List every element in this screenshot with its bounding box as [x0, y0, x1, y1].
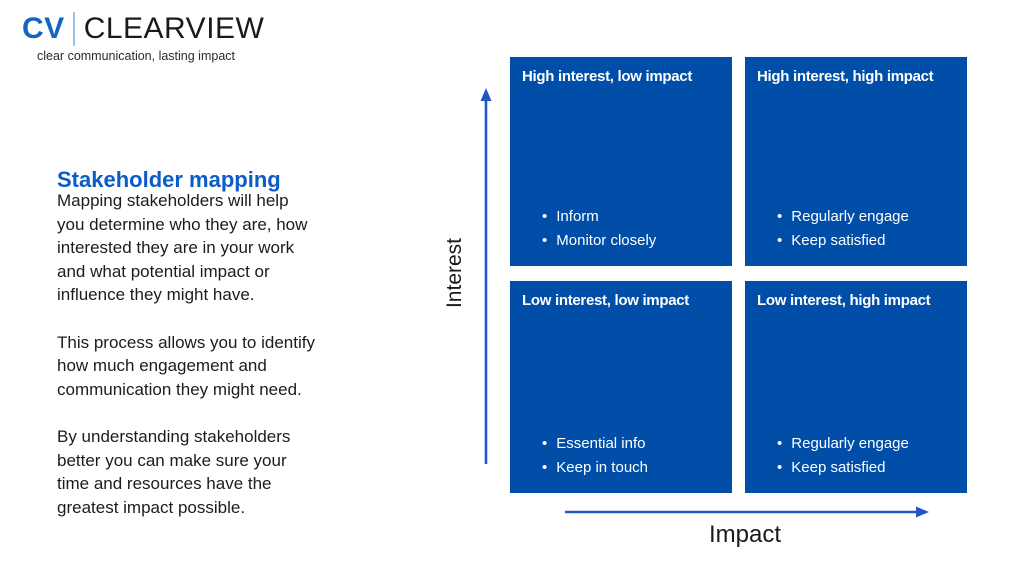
intro-paragraph-1: Mapping stakeholders will help you deter…: [57, 191, 308, 304]
y-axis-label: Interest: [443, 237, 466, 309]
logo-tagline: clear communication, lasting impact: [37, 49, 235, 63]
quadrant-bullet: Monitor closely: [542, 229, 720, 253]
quadrant-bullet: Keep in touch: [542, 456, 720, 480]
quadrant-high-interest-low-impact: High interest, low impact Inform Monitor…: [510, 57, 732, 266]
quadrant-bullet-list: Inform Monitor closely: [522, 205, 720, 253]
quadrant-bullet-list: Regularly engage Keep satisfied: [757, 432, 955, 480]
quadrant-title: Low interest, high impact: [757, 292, 931, 309]
stakeholder-matrix: High interest, low impact Inform Monitor…: [510, 57, 967, 493]
intro-paragraph-2: This process allows you to identify how …: [57, 332, 315, 399]
quadrant-bullet: Inform: [542, 205, 720, 229]
quadrant-bullet: Keep satisfied: [777, 229, 955, 253]
intro-text: Mapping stakeholders will help you deter…: [57, 189, 357, 543]
quadrant-bullet-list: Regularly engage Keep satisfied: [757, 205, 955, 253]
quadrant-high-interest-high-impact: High interest, high impact Regularly eng…: [745, 57, 967, 266]
quadrant-bullet-list: Essential info Keep in touch: [522, 432, 720, 480]
y-axis-arrow-icon: [480, 88, 492, 464]
quadrant-title: High interest, low impact: [522, 68, 693, 85]
x-axis-label: Impact: [708, 521, 782, 548]
quadrant-title: High interest, high impact: [757, 68, 934, 85]
quadrant-title: Low interest, low impact: [522, 292, 689, 309]
x-axis-arrow-icon: [565, 506, 929, 518]
quadrant-bullet: Regularly engage: [777, 432, 955, 456]
quadrant-bullet: Regularly engage: [777, 205, 955, 229]
page-title: Stakeholder mapping: [57, 166, 281, 192]
quadrant-bullet: Keep satisfied: [777, 456, 955, 480]
logo-abbr: CV: [22, 12, 65, 45]
logo-wordmark: CLEARVIEW: [83, 12, 265, 45]
intro-paragraph-3: By understanding stakeholders better you…: [57, 427, 291, 517]
logo-separator: [72, 12, 75, 46]
quadrant-bullet: Essential info: [542, 432, 720, 456]
logo: CV CLEARVIEW clear communication, lastin…: [22, 12, 264, 63]
quadrant-low-interest-high-impact: Low interest, high impact Regularly enga…: [745, 281, 967, 493]
quadrant-low-interest-low-impact: Low interest, low impact Essential info …: [510, 281, 732, 493]
